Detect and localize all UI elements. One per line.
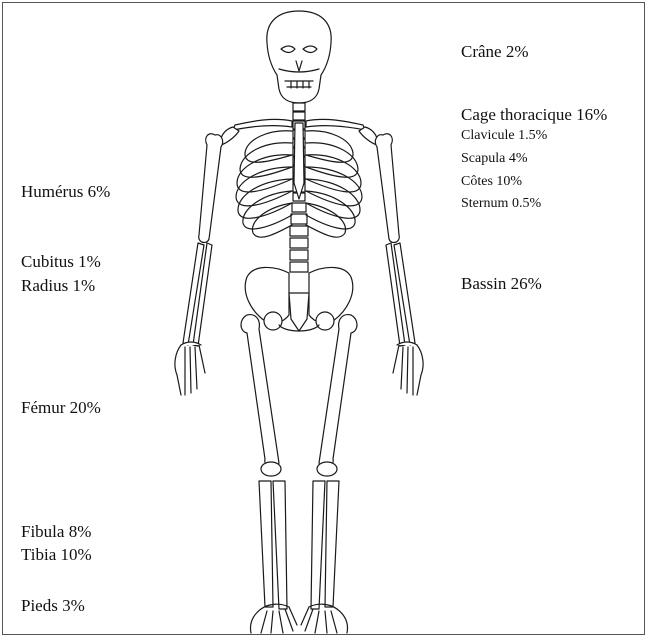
label-pieds: Pieds 3% (21, 597, 85, 614)
label-cubitus: Cubitus 1% (21, 253, 101, 270)
label-cotes: Côtes 10% (461, 175, 522, 189)
label-bassin: Bassin 26% (461, 275, 542, 292)
label-cage-thoracique: Cage thoracique 16% (461, 106, 607, 123)
label-clavicule: Clavicule 1.5% (461, 129, 547, 143)
label-tibia: Tibia 10% (21, 546, 92, 563)
skeleton-illustration (3, 3, 645, 635)
label-crane: Crâne 2% (461, 43, 529, 60)
label-scapula: Scapula 4% (461, 152, 527, 166)
label-fibula: Fibula 8% (21, 523, 91, 540)
sternum (294, 123, 304, 199)
feet (250, 604, 347, 633)
label-sternum: Sternum 0.5% (461, 197, 541, 211)
label-radius: Radius 1% (21, 277, 95, 294)
femur-bones (241, 315, 357, 468)
lower-leg-bones (259, 481, 339, 609)
pelvis (245, 267, 353, 331)
skull (267, 11, 331, 103)
hands (175, 342, 423, 395)
label-femur: Fémur 20% (21, 399, 101, 416)
knees (261, 462, 337, 476)
label-humerus: Humérus 6% (21, 183, 110, 200)
